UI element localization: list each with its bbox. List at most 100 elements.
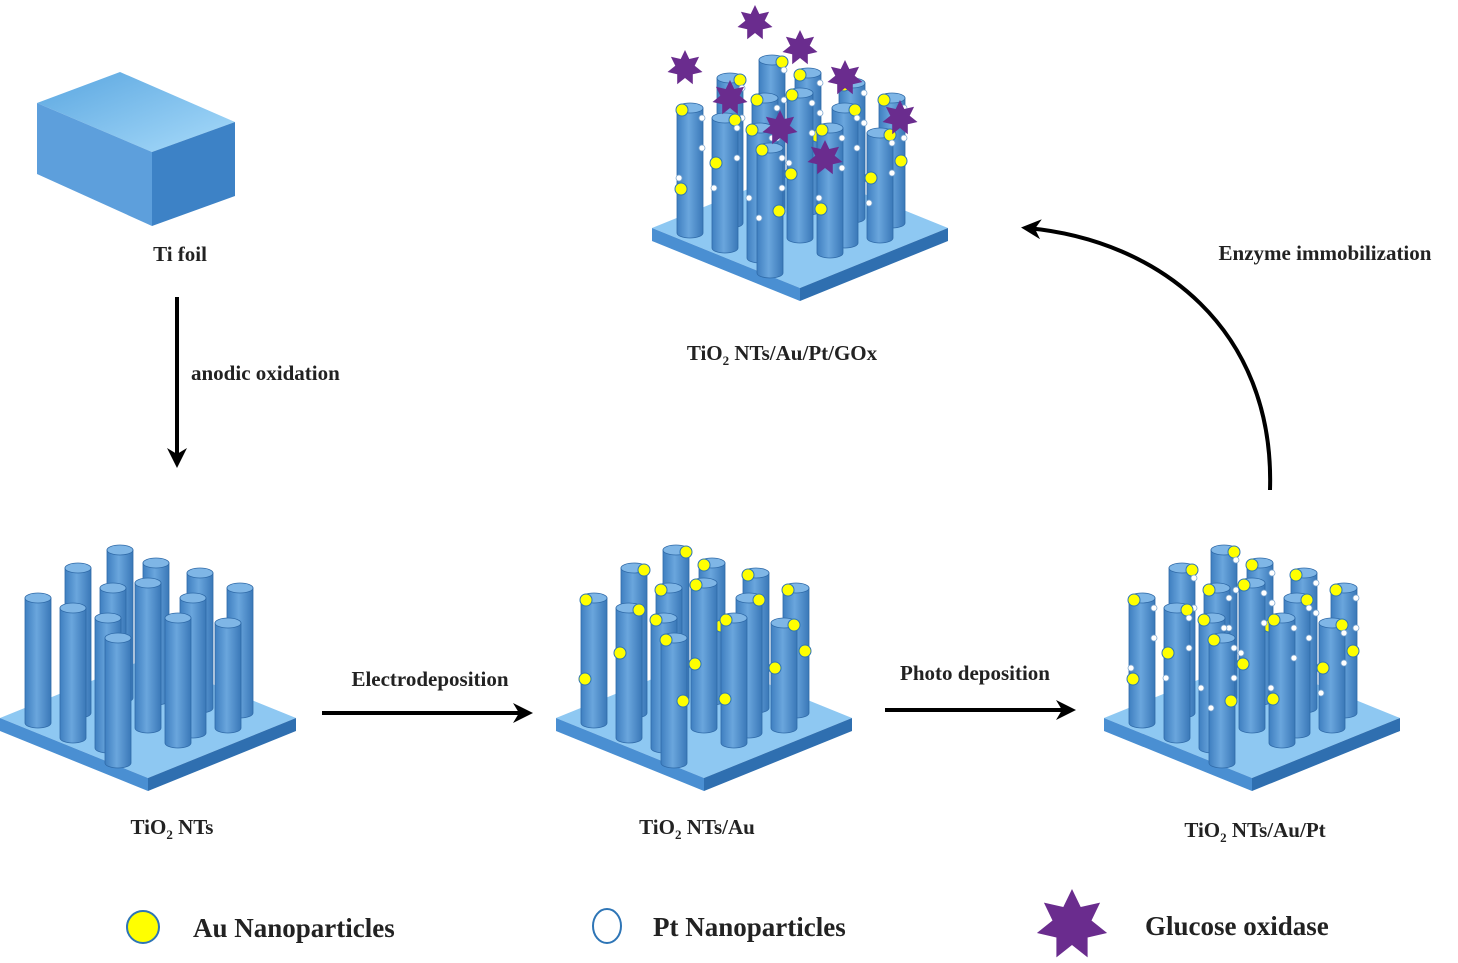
au-nanoparticle [864, 171, 878, 185]
au-nanoparticle [679, 545, 693, 559]
au-nanoparticle [1329, 583, 1343, 597]
nanotube [104, 637, 132, 769]
pt-nanoparticle [1232, 586, 1240, 594]
nanotube [1128, 597, 1156, 729]
pt-nanoparticle [745, 194, 753, 202]
au-nanoparticle [787, 618, 801, 632]
au-nanoparticle [1335, 618, 1349, 632]
nanotube [676, 107, 704, 239]
au-nanoparticle [728, 113, 742, 127]
nanotube [164, 617, 192, 749]
pt-nanoparticle [698, 144, 706, 152]
substrate-side [652, 228, 800, 301]
pt-nanoparticle [1268, 599, 1276, 607]
au-nanoparticle [815, 123, 829, 137]
nanotube [1318, 622, 1346, 734]
pt-nanoparticle [1305, 604, 1313, 612]
au-nanoparticle [689, 578, 703, 592]
nanotube [1238, 582, 1266, 734]
nanotube-top [186, 567, 214, 579]
pt-nanoparticle [1290, 624, 1298, 632]
au-nanoparticle [745, 123, 759, 137]
au-nanoparticle [752, 593, 766, 607]
glucose-oxidase-star [667, 50, 703, 85]
pt-nanoparticle [853, 114, 861, 122]
glucose-oxidase-legend-icon [1036, 889, 1108, 958]
au-nanoparticle [613, 646, 627, 660]
enzyme-immobilization-label: Enzyme immobilization [1219, 241, 1432, 265]
tio2-nts-au-pt-gox-array [652, 5, 948, 301]
pt-nanoparticle [808, 129, 816, 137]
au-nanoparticle [676, 694, 690, 708]
au-nanoparticle [1289, 568, 1303, 582]
pt-nanoparticle [860, 89, 868, 97]
glucose-oxidase-star [737, 5, 773, 40]
au-nanoparticle [1126, 672, 1140, 686]
nanotube [770, 622, 798, 734]
nanotube-top [134, 577, 162, 589]
nanotube [660, 637, 688, 769]
au-nanoparticle [1185, 563, 1199, 577]
au-nanoparticle [675, 103, 689, 117]
nanotube-top [179, 592, 207, 604]
pt-nanoparticle [698, 114, 706, 122]
tio2-nts-au-label: TiO2 NTs/Au [639, 815, 755, 842]
pt-nanoparticle [838, 134, 846, 142]
nanotube [1268, 617, 1296, 749]
nanotube-top [106, 544, 134, 556]
pt-nanoparticle [1290, 654, 1298, 662]
au-nanoparticle [1197, 613, 1211, 627]
au-nanoparticle [1161, 646, 1175, 660]
nanotube-top [104, 632, 132, 644]
nanotube [690, 582, 718, 734]
nanotube-top [214, 617, 242, 629]
au-nanoparticle [578, 672, 592, 686]
nanotube [24, 597, 52, 729]
pt-nanoparticle [1312, 579, 1320, 587]
pt-nanoparticle [1260, 619, 1268, 627]
nanotube [816, 127, 844, 259]
electrodeposition-label: Electrodeposition [351, 667, 508, 691]
pt-nanoparticle [785, 159, 793, 167]
pt-nanoparticle [1340, 659, 1348, 667]
pt-nanoparticle [1127, 664, 1135, 672]
substrate-side [704, 718, 852, 791]
nanotube-top [94, 612, 122, 624]
pt-nanoparticle [1185, 614, 1193, 622]
au-nanoparticle [798, 644, 812, 658]
pt-nanoparticle [808, 99, 816, 107]
tio2-nts-au-pt-array [1104, 544, 1400, 791]
pt-nanoparticle [1312, 609, 1320, 617]
au-nanoparticle [1127, 593, 1141, 607]
pt-nanoparticle [1268, 569, 1276, 577]
au-nanoparticle [793, 68, 807, 82]
nanotube-top [24, 592, 52, 604]
pt-nanoparticle [1230, 674, 1238, 682]
au-nanoparticle [733, 73, 747, 87]
pt-nanoparticle [1162, 674, 1170, 682]
au-nanoparticle [768, 661, 782, 675]
pt-nanoparticle [1352, 594, 1360, 602]
tio2-nts-au-pt-gox-label: TiO2 NTs/Au/Pt/GOx [687, 341, 878, 368]
au-nanoparticle [1207, 633, 1221, 647]
pt-nanoparticle [816, 79, 824, 87]
pt-nanoparticle [1232, 556, 1240, 564]
nanotube-top [164, 612, 192, 624]
au-nanoparticle [1266, 692, 1280, 706]
pt-nanoparticle [675, 174, 683, 182]
nanotube [580, 597, 608, 729]
nanotube-top [99, 582, 127, 594]
au-nanoparticle [649, 613, 663, 627]
pt-nanoparticle [1207, 704, 1215, 712]
tio2-nts-label: TiO2 NTs [131, 815, 214, 842]
pt-legend-label: Pt Nanoparticles [653, 912, 846, 942]
pt-nanoparticle [1220, 624, 1228, 632]
nanotube [866, 132, 894, 244]
pt-nanoparticle [710, 184, 718, 192]
nanotube-top [64, 562, 92, 574]
au-legend-label: Au Nanoparticles [193, 913, 395, 943]
pt-nanoparticle [780, 66, 788, 74]
au-nanoparticle [1267, 613, 1281, 627]
nanotube [1163, 607, 1191, 744]
